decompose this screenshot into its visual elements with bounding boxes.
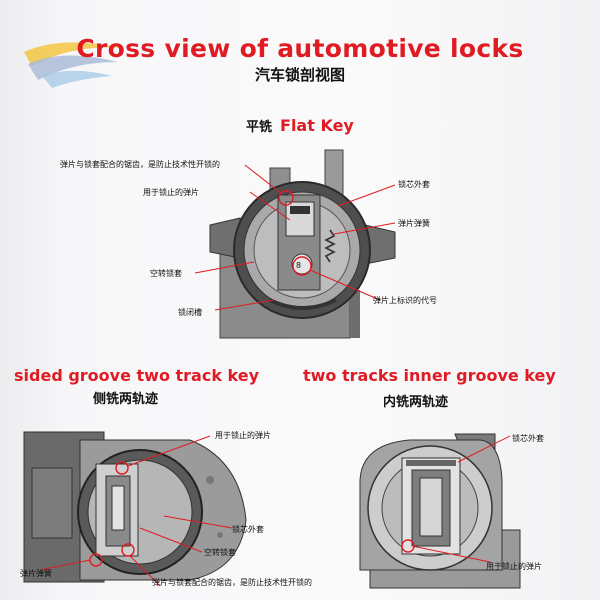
svg-text:8: 8 bbox=[296, 261, 301, 270]
inner-wafer-lock-label: 用于锁止的弹片 bbox=[486, 562, 542, 572]
sided-shell-label: 锁芯外套 bbox=[232, 525, 264, 535]
inner-shell-label: 锁芯外套 bbox=[512, 434, 544, 444]
flat-shell-label: 锁芯外套 bbox=[398, 180, 430, 190]
inner-groove-heading-en: two tracks inner groove key bbox=[303, 366, 556, 385]
flat-spring-label: 弹片弹簧 bbox=[398, 219, 430, 229]
sided-groove-heading-zh: 侧铣两轨迹 bbox=[93, 388, 158, 407]
inner-groove-lock-diagram bbox=[330, 420, 590, 595]
flat-wafer-code-label: 弹片上标识的代号 bbox=[373, 296, 437, 306]
sided-groove-heading-en: sided groove two track key bbox=[14, 366, 259, 385]
sided-groove-lock-diagram bbox=[10, 420, 290, 595]
flat-key-heading-zh: 平铣 bbox=[246, 120, 272, 135]
page-subtitle: 汽车锁剖视图 bbox=[0, 64, 600, 85]
flat-serration-label: 弹片与锁套配合的锯齿，是防止技术性开锁的 bbox=[60, 160, 220, 170]
inner-groove-heading-zh: 内铣两轨迹 bbox=[383, 391, 448, 410]
sided-wafer-lock-label: 用于锁止的弹片 bbox=[215, 431, 271, 441]
sided-serration-label: 弹片与锁套配合的锯齿，是防止技术性开锁的 bbox=[152, 578, 312, 588]
sided-idle-sleeve-label: 空转锁套 bbox=[204, 548, 236, 558]
flat-key-heading-en: Flat Key bbox=[280, 116, 354, 135]
flat-key-heading: 平铣 Flat Key bbox=[246, 116, 354, 135]
page-title: Cross view of automotive locks bbox=[0, 34, 600, 63]
flat-locking-groove-label: 锁闭槽 bbox=[178, 308, 202, 318]
flat-wafer-lock-label: 用于锁止的弹片 bbox=[143, 188, 199, 198]
flat-key-lock-diagram: 8 bbox=[190, 140, 420, 350]
flat-idle-sleeve-label: 空转锁套 bbox=[150, 269, 182, 279]
sided-spring-label: 弹片弹簧 bbox=[20, 569, 52, 579]
